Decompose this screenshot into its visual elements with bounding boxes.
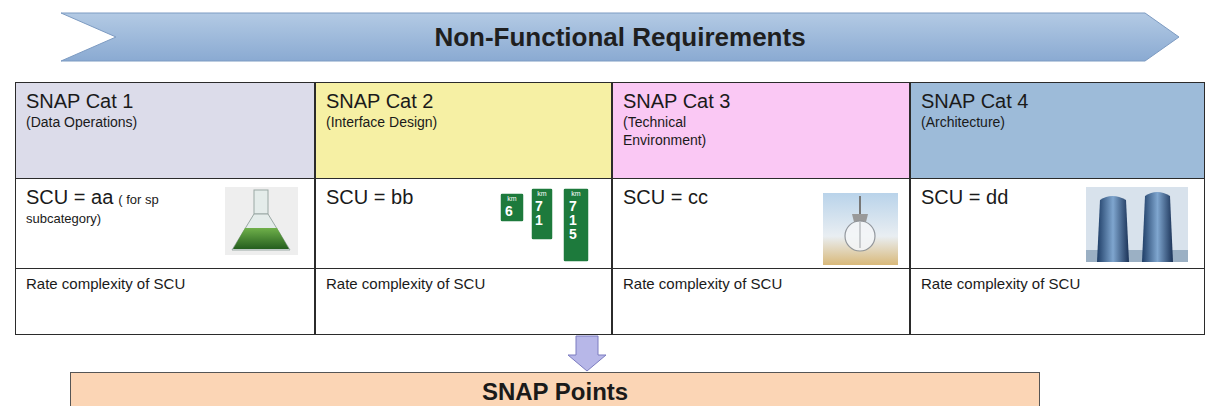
km-signs (500, 188, 589, 262)
node-text: SNAP Cat 3 (623, 89, 899, 113)
category-header: SNAP Cat 1(Data Operations) (15, 82, 315, 179)
node-text: Rate complexity of SCU (623, 275, 899, 293)
category-header: SNAP Cat 3(Technical Environment) (612, 82, 910, 179)
sign-text: km (563, 190, 589, 198)
rate-cell: Rate complexity of SCU (612, 268, 910, 335)
node-text: SNAP Points (482, 378, 628, 406)
node-text: SCU = bb (326, 185, 601, 209)
sign-text: 715 (569, 199, 577, 241)
node-text: SCU = dd (921, 185, 1194, 209)
node-text: SNAP Cat 4 (921, 89, 1194, 113)
scu-cell: SCU = cc (612, 178, 910, 269)
scu-cell: SCU = bb (315, 178, 612, 269)
lamp-picture (823, 193, 898, 265)
node-text: Rate complexity of SCU (26, 275, 304, 293)
node-subtext: (Architecture) (921, 113, 1194, 131)
node-text: Rate complexity of SCU (326, 275, 601, 293)
node-text: SNAP Cat 1 (26, 89, 304, 113)
rate-cell: Rate complexity of SCU (15, 268, 315, 335)
rate-cell: Rate complexity of SCU (315, 268, 612, 335)
block-arrow (568, 336, 606, 371)
node-text: SNAP Cat 2 (326, 89, 601, 113)
node-subtext: (Data Operations) (26, 113, 304, 131)
category-header: SNAP Cat 4(Architecture) (910, 82, 1205, 179)
towers-picture (1086, 187, 1188, 262)
node-text: Rate complexity of SCU (921, 275, 1194, 293)
sign-text: km (531, 190, 553, 198)
scu-cell: SCU = aa( for sp subcategory) (15, 178, 315, 269)
flask-picture (225, 187, 298, 255)
sign-text: 6 (505, 204, 513, 218)
result-box: SNAP Points (70, 372, 1040, 406)
scu-cell: SCU = dd (910, 178, 1205, 269)
node-text: Non-Functional Requirements (434, 22, 805, 53)
category-header: SNAP Cat 2(Interface Design) (315, 82, 612, 179)
sign-text: 71 (535, 199, 543, 227)
node-text: SCU = aa (26, 186, 113, 208)
sign-text: km (500, 195, 524, 203)
rate-cell: Rate complexity of SCU (910, 268, 1205, 335)
node-subtext: (Technical Environment) (623, 113, 743, 149)
node-subtext: (Interface Design) (326, 113, 601, 131)
chevron-band: Non-Functional Requirements (60, 12, 1180, 62)
node-text: SCU = cc (623, 185, 899, 209)
